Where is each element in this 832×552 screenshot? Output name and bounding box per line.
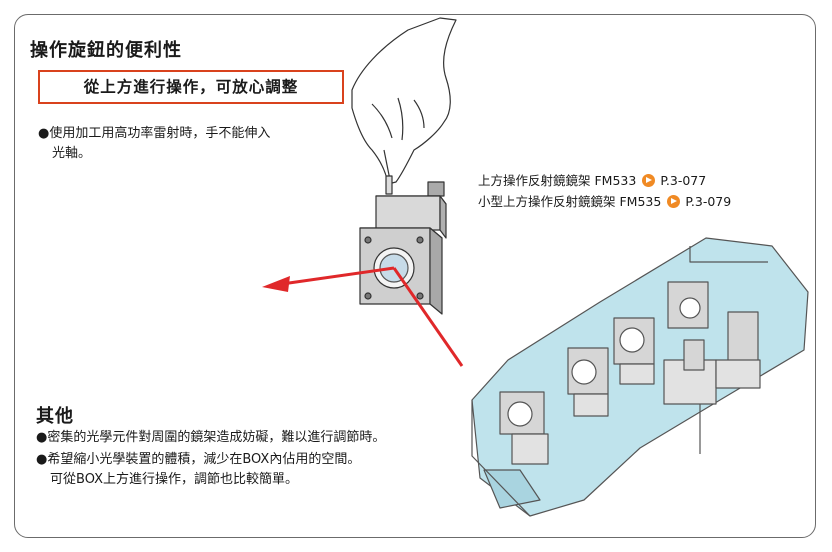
bullet-compact-cont: 可從BOX上方進行操作，調節也比較簡單。 (50, 472, 298, 487)
bullet-compact: ●希望縮小光學裝置的體積，減少在BOX內佔用的空間。 (36, 452, 361, 467)
arrow-circle-icon (642, 174, 656, 187)
section-title-convenience: 操作旋鈕的便利性 (30, 40, 182, 61)
highlight-callout: 從上方進行操作，可放心調整 (38, 70, 344, 104)
section-title-other: 其他 (36, 406, 74, 427)
reference-fm533-label: 上方操作反射鏡鏡架 FM533 (478, 173, 637, 188)
reference-fm535-page: P.3-079 (685, 194, 732, 209)
reference-fm535[interactable]: 小型上方操作反射鏡鏡架 FM535 P.3-079 (478, 193, 731, 211)
reference-fm533[interactable]: 上方操作反射鏡鏡架 FM533 P.3-077 (478, 172, 706, 190)
reference-fm533-page: P.3-077 (660, 173, 707, 188)
bullet-laser: ●使用加工用高功率雷射時，手不能伸入 (38, 126, 271, 141)
bullet-dense: ●密集的光學元件對周圍的鏡架造成妨礙，難以進行調節時。 (36, 430, 386, 445)
mirror-mount-illustration (359, 175, 447, 315)
reference-fm535-label: 小型上方操作反射鏡鏡架 FM535 (478, 194, 662, 209)
arrow-circle-icon (667, 195, 681, 208)
laser-beam (262, 266, 464, 367)
page-frame (14, 14, 816, 538)
optical-box-illustration (471, 237, 809, 517)
bullet-laser-cont: 光軸。 (52, 146, 92, 161)
hand-illustration (351, 17, 457, 185)
